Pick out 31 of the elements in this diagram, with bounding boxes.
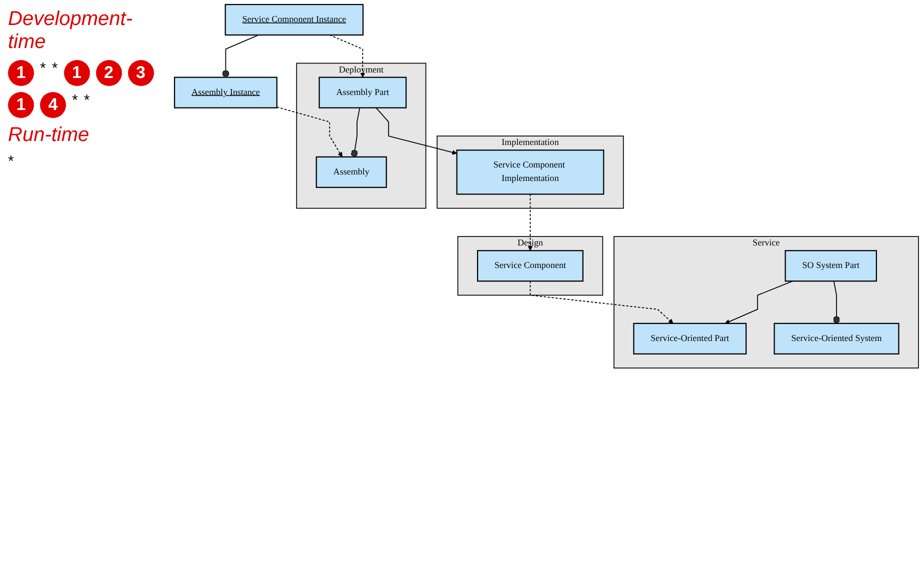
callout-number: 1: [64, 60, 90, 86]
multiplicity-label: *: [52, 60, 58, 79]
multiplicity-label: *: [8, 153, 14, 170]
arrow: [276, 106, 342, 158]
callout-number: 1: [8, 92, 34, 118]
callout-number: 3: [128, 60, 154, 86]
callout-number: 2: [96, 60, 122, 86]
node-box: Assembly Instance: [174, 76, 278, 108]
callout-number: 4: [40, 92, 66, 118]
multiplicity-label: *: [84, 92, 90, 111]
arrow: [329, 34, 366, 78]
callout-number: 1: [8, 60, 34, 86]
node-box: Service-Oriented Part: [633, 322, 747, 354]
node-box: Service-Oriented System: [774, 322, 900, 354]
connector: [222, 34, 260, 78]
node-box: Assembly Part: [318, 76, 407, 108]
arrow: [724, 280, 794, 324]
connector: [350, 107, 360, 158]
node-box: Service Component: [477, 250, 584, 282]
phase-label: Development-time: [8, 8, 134, 54]
multiplicity-label: *: [72, 92, 78, 111]
node-box: SO System Part: [784, 250, 877, 282]
multiplicity-label: *: [40, 60, 46, 79]
arrow: [528, 194, 533, 251]
arrow: [530, 280, 674, 324]
node-box: Assembly: [316, 156, 387, 188]
node-box: Service Component Instance: [224, 4, 364, 36]
arrow: [376, 107, 458, 155]
phase-label: Run-time: [8, 124, 90, 147]
node-box: Service Component Implementation: [456, 150, 604, 195]
connector: [833, 280, 840, 324]
